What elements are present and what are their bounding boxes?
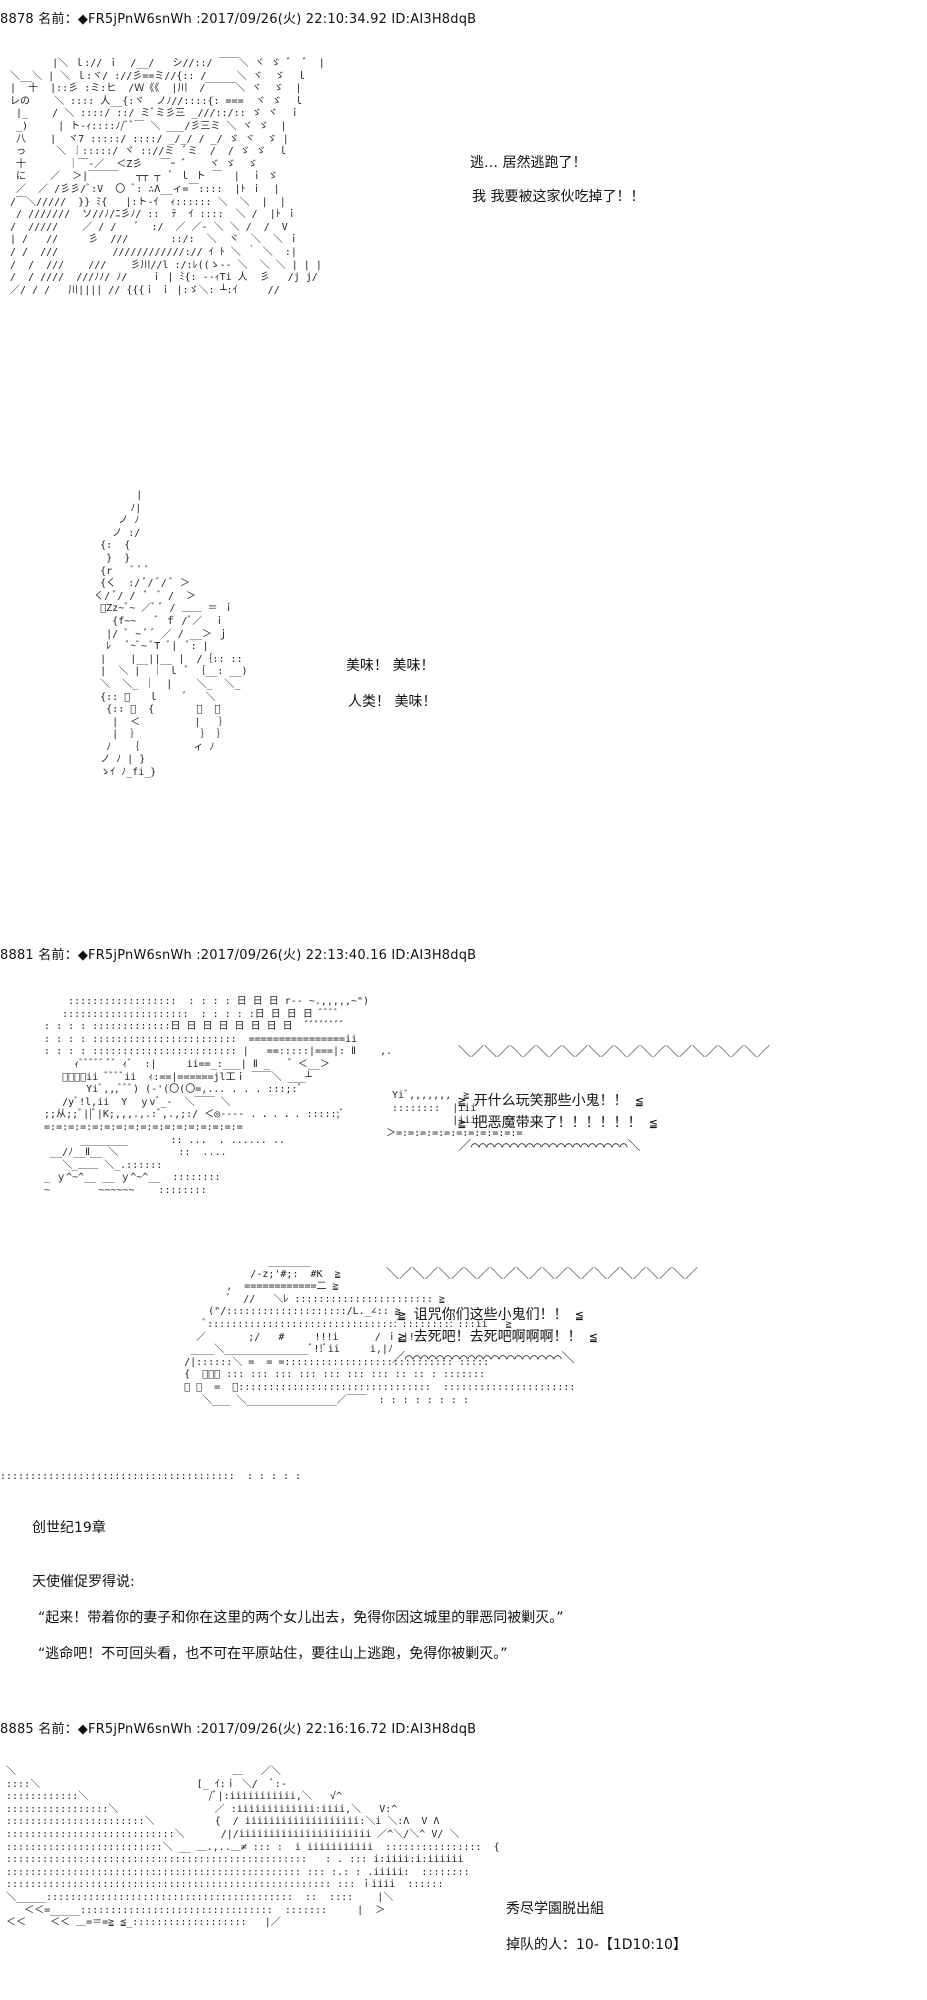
line-human-tasty: 人类！ 美味！ <box>348 694 437 710</box>
line-tasty: 美味！ 美味！ <box>346 658 435 674</box>
ascii-art-mountain: ＼ ＿ ／＼ ::::＼ [_ ｲ:ｉ ＼/ ﾞ:- ::::::::::::＼… <box>6 1766 500 1929</box>
bubble2-line2: ≧ 去死吧！去死吧啊啊啊！！ ≦ <box>398 1329 598 1345</box>
ascii-art-crowd: :::::::::::::::::: : : : : 日 日 日 r-- ~.,… <box>44 996 393 1196</box>
post-header-8885: 8885 名前：◆FR5jPnW6snWh :2017/09/26(火) 22:… <box>0 1722 477 1737</box>
narration: 天使催促罗得说: <box>32 1574 135 1590</box>
line-dropouts: 掉队的人：10-【1D10:10】 <box>506 1937 687 1953</box>
quote-flee: “逃命吧！不可回头看，也不可在平原站住，要往山上逃跑，免得你被剿灭。” <box>38 1646 508 1662</box>
line-group-name: 秀尽学園脱出組 <box>506 1901 604 1917</box>
bubble1-line1: ≧ 开什么玩笑那些小鬼！！ ≦ <box>458 1093 644 1109</box>
bubble2-bottom-edge: ／⌒⌒⌒⌒⌒⌒⌒⌒⌒⌒⌒⌒⌒⌒⌒⌒⌒⌒⌒⌒＼ <box>392 1351 575 1366</box>
line-eaten: 我 我要被这家伙吃掉了！！ <box>472 189 645 205</box>
ascii-art-ground: ::::::::::::::::::::::::::::::::::::::: … <box>0 1471 302 1482</box>
ascii-art-tiger: | ﾉ| ノ ﾉ ノ :/ {: { } } {r ﾞ ﾞ ﾞ {く :/ ﾞ/… <box>94 490 248 779</box>
bubble1-top-edge: ＼／＼／＼／＼／＼／＼／＼／＼／＼／＼／＼／＼／ <box>458 1045 771 1060</box>
post-header-8878: 8878 名前：◆FR5jPnW6snWh :2017/09/26(火) 22:… <box>0 12 477 27</box>
ascii-art-right-bits: Yiﾞ,,,,,,, ≧ :::::::: |iii |iii ＞=:=:=:=… <box>386 1090 523 1139</box>
quote-rise: “起来！带着你的妻子和你在这里的两个女儿出去，免得你因这城里的罪恶同被剿灭。” <box>38 1610 564 1626</box>
chapter-title: 创世纪19章 <box>32 1520 106 1536</box>
bubble1-bottom-edge: ／⌒⌒⌒⌒⌒⌒⌒⌒⌒⌒⌒⌒⌒⌒⌒⌒⌒⌒⌒⌒＼ <box>458 1139 641 1154</box>
bubble2-top-edge: ＼／＼／＼／＼／＼／＼／＼／＼／＼／＼／＼／＼／ <box>386 1267 699 1282</box>
ascii-art-angel-fight: _______ /-z;'#;: #K ≧ , ============二 ≧ … <box>178 1256 576 1406</box>
line-escape: 逃… 居然逃跑了！ <box>470 155 587 171</box>
bubble2-line1: ≧ 诅咒你们这些小鬼们！！ ≦ <box>398 1307 584 1323</box>
bubble1-line2: ≧ 把恶魔带来了！！！！！！ ≦ <box>458 1115 658 1131</box>
post-header-8881: 8881 名前：◆FR5jPnW6snWh :2017/09/26(火) 22:… <box>0 948 477 963</box>
ascii-art-monster: |＼ ｌ:// ｉ /__/ シ//::/ ￣￣＼ ヾ ゞ ゛ ゛ | ＼__＼… <box>10 58 325 296</box>
